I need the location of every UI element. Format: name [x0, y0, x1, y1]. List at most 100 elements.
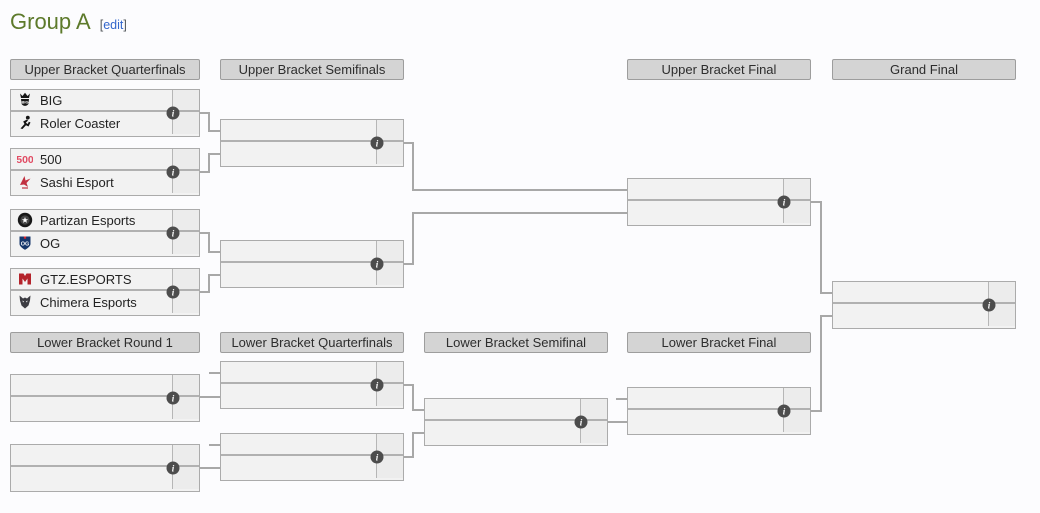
connector-line — [208, 251, 220, 253]
svg-text:500: 500 — [17, 154, 33, 166]
team-row-empty — [221, 120, 403, 142]
connector-line — [412, 384, 414, 411]
team-name[interactable]: OG — [40, 235, 61, 251]
svg-text:BIG: BIG — [21, 100, 28, 105]
round-header-lb-semifinal: Lower Bracket Semifinal — [424, 332, 608, 353]
team-row-empty — [221, 263, 403, 285]
roler-coaster-logo-icon — [17, 115, 33, 131]
match-info-icon[interactable]: i — [777, 404, 791, 418]
team-row-empty — [221, 241, 403, 263]
connector-line — [208, 130, 220, 132]
match-lb-final: i — [627, 387, 811, 435]
match-ub-qf1: BIG BIG Roler Coaster i — [10, 89, 200, 137]
match-lb-qf1: i — [220, 361, 404, 409]
round-header-ub-quarterfinals: Upper Bracket Quarterfinals — [10, 59, 200, 80]
team-row-empty — [11, 397, 199, 419]
big-logo-icon: BIG — [17, 92, 33, 108]
team-name[interactable]: 500 — [40, 151, 62, 167]
team-row[interactable]: GTZ.ESPORTS — [11, 269, 199, 291]
score-cell — [783, 388, 810, 408]
team-row-empty — [628, 201, 810, 223]
match-info-icon[interactable]: i — [777, 195, 791, 209]
match-info-icon[interactable]: i — [166, 226, 180, 240]
score-cell — [172, 291, 199, 313]
match-info-icon[interactable]: i — [166, 165, 180, 179]
score-cell — [172, 90, 199, 110]
team-row-empty — [221, 456, 403, 478]
edit-bracket-open: [ — [99, 18, 104, 32]
team-name[interactable]: BIG — [40, 92, 63, 108]
team-row-empty — [11, 375, 199, 397]
team-row[interactable]: Chimera Esports — [11, 291, 199, 313]
team-row-empty — [833, 282, 1015, 304]
team-name[interactable]: Partizan Esports — [40, 212, 136, 228]
match-info-icon[interactable]: i — [370, 378, 384, 392]
team-row[interactable]: OG OG — [11, 232, 199, 254]
match-ub-sf2: i — [220, 240, 404, 288]
match-info-icon[interactable]: i — [370, 450, 384, 464]
score-cell — [988, 282, 1015, 302]
match-ub-qf3: Partizan Esports OG OG i — [10, 209, 200, 257]
team-row-empty — [221, 362, 403, 384]
score-cell — [376, 263, 403, 285]
team-row-empty — [425, 399, 607, 421]
match-info-icon[interactable]: i — [574, 415, 588, 429]
team-row[interactable]: Sashi Esport — [11, 171, 199, 193]
match-info-icon[interactable]: i — [370, 257, 384, 271]
connector-line — [820, 292, 832, 294]
match-lb-semifinal: i — [424, 398, 608, 446]
match-info-icon[interactable]: i — [166, 461, 180, 475]
match-info-icon[interactable]: i — [982, 298, 996, 312]
round-header-lb-round1: Lower Bracket Round 1 — [10, 332, 200, 353]
match-grand-final: i — [832, 281, 1016, 329]
team-name[interactable]: Chimera Esports — [40, 294, 137, 310]
team-row[interactable]: Roler Coaster — [11, 112, 199, 134]
match-lb-qf2: i — [220, 433, 404, 481]
connector-line — [208, 153, 210, 173]
connector-line — [412, 432, 414, 458]
score-cell — [172, 467, 199, 489]
connector-line — [200, 291, 210, 293]
team-row-empty — [11, 445, 199, 467]
connector-line — [200, 232, 210, 234]
match-info-icon[interactable]: i — [166, 391, 180, 405]
score-cell — [172, 445, 199, 465]
score-cell — [988, 304, 1015, 326]
team-row[interactable]: 500 500 — [11, 149, 199, 171]
score-cell — [783, 410, 810, 432]
score-cell — [376, 456, 403, 478]
team-row-empty — [628, 179, 810, 201]
score-cell — [172, 397, 199, 419]
round-header-lb-quarterfinals: Lower Bracket Quarterfinals — [220, 332, 404, 353]
match-ub-qf4: GTZ.ESPORTS Chimera Esports i — [10, 268, 200, 316]
connector-line — [208, 153, 220, 155]
edit-link[interactable]: edit — [103, 18, 124, 32]
connector-line — [200, 396, 220, 398]
team-name[interactable]: GTZ.ESPORTS — [40, 271, 132, 287]
team-row[interactable]: BIG BIG — [11, 90, 199, 112]
match-info-icon[interactable]: i — [166, 285, 180, 299]
score-cell — [580, 421, 607, 443]
score-cell — [172, 375, 199, 395]
score-cell — [376, 142, 403, 164]
500-logo-icon: 500 — [17, 151, 33, 167]
team-name[interactable]: Roler Coaster — [40, 115, 121, 131]
match-info-icon[interactable]: i — [166, 106, 180, 120]
connector-line — [403, 384, 414, 386]
team-name[interactable]: Sashi Esport — [40, 174, 114, 190]
score-cell — [580, 399, 607, 419]
score-cell — [783, 201, 810, 223]
sashi-esport-logo-icon — [17, 174, 33, 190]
svg-text:OG: OG — [21, 242, 30, 248]
score-cell — [376, 120, 403, 140]
connector-line — [811, 201, 822, 203]
connector-line — [200, 467, 220, 469]
team-row[interactable]: Partizan Esports — [11, 210, 199, 232]
score-cell — [172, 232, 199, 254]
match-info-icon[interactable]: i — [370, 136, 384, 150]
score-cell — [172, 171, 199, 193]
connector-line — [412, 432, 424, 434]
connector-line — [208, 112, 210, 132]
team-row-empty — [425, 421, 607, 443]
